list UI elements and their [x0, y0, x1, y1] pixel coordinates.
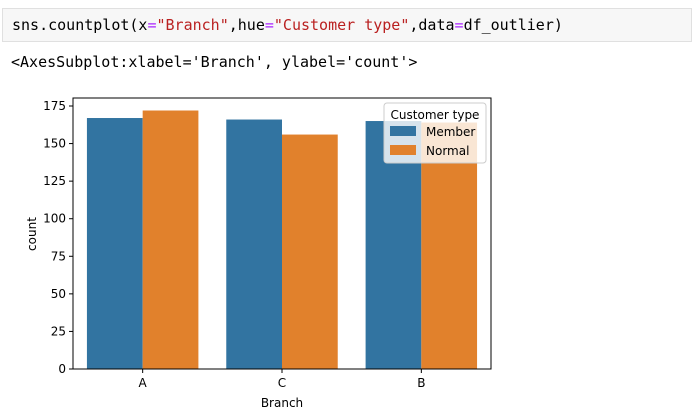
code-text: sns.countplot(x="Branch",hue="Customer t… — [12, 16, 563, 34]
y-tick-label: 0 — [58, 362, 66, 376]
bar-a-member — [86, 118, 143, 370]
legend-swatch-normal — [390, 145, 416, 155]
y-tick-label: 75 — [51, 249, 66, 263]
bar-c-normal — [282, 134, 338, 369]
y-tick-label: 150 — [43, 137, 66, 151]
legend: Customer type Member Normal — [383, 102, 487, 164]
y-axis-ticks: 0 25 50 75 100 125 150 175 — [43, 99, 73, 376]
y-tick-label: 175 — [43, 99, 66, 113]
legend-label-member: Member — [426, 125, 475, 139]
y-tick-label: 125 — [43, 174, 66, 188]
y-tick-label: 100 — [43, 212, 66, 226]
bar-a-normal — [142, 110, 199, 369]
bar-c-member — [226, 119, 282, 369]
legend-title: Customer type — [391, 108, 480, 122]
code-cell[interactable]: sns.countplot(x="Branch",hue="Customer t… — [2, 8, 692, 42]
bar-b-normal — [421, 122, 478, 369]
y-tick-label: 25 — [51, 324, 66, 338]
axes-frame — [72, 97, 492, 370]
cell-output-text: <AxesSubplot:xlabel='Branch', ylabel='co… — [11, 53, 418, 71]
x-tick-label: C — [278, 376, 286, 390]
x-axis-label: Branch — [261, 396, 303, 410]
x-tick-label: A — [139, 376, 148, 390]
x-tick-label: B — [417, 376, 425, 390]
y-tick-label: 50 — [51, 287, 66, 301]
y-axis-label: count — [25, 217, 39, 251]
legend-label-normal: Normal — [426, 144, 469, 158]
legend-swatch-member — [390, 126, 416, 136]
